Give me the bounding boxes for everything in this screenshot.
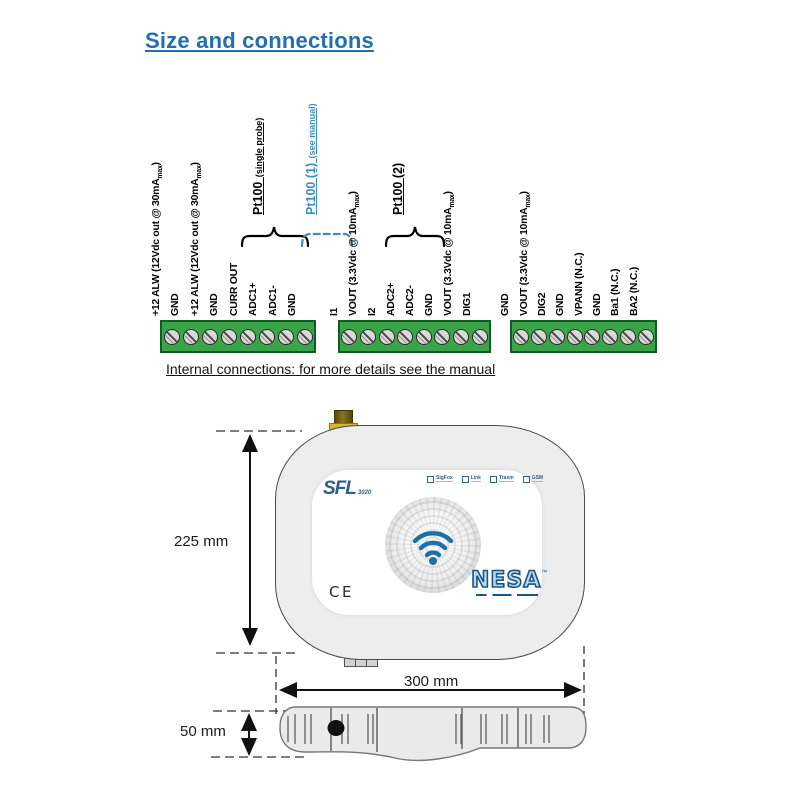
pin-label: GND — [423, 293, 436, 316]
screw-terminal — [239, 328, 256, 345]
page-title: Size and connections — [145, 28, 374, 53]
pin-label: BA2 (N.C.) — [627, 267, 640, 316]
terminal-block-1 — [160, 320, 316, 353]
pin-label: GND — [591, 293, 604, 316]
pin-label: ADC1- — [266, 285, 279, 316]
device-side-view — [279, 706, 587, 762]
pt100-1-see-manual-label: Pt100 (1) (see manual) — [304, 103, 318, 215]
ce-mark: CE — [329, 583, 354, 601]
terminal-block-2 — [338, 320, 491, 353]
screw-terminal — [415, 328, 432, 345]
led-label: Trasm — [498, 475, 514, 482]
terminal-block-3 — [510, 320, 657, 353]
screw-terminal — [530, 328, 547, 345]
screw-terminal — [359, 328, 376, 345]
pin-label: +12 ALW (12Vdc out @ 30mAmax) — [188, 162, 203, 316]
screw-terminal — [620, 328, 637, 345]
led-square-icon — [489, 475, 497, 483]
screw-terminal — [341, 328, 358, 345]
led-indicator: SigFox — [427, 475, 453, 483]
screw-terminal — [201, 328, 218, 345]
screw-terminal — [471, 328, 488, 345]
led-square-icon — [461, 475, 469, 483]
screw-terminal — [566, 328, 583, 345]
nesa-logo: NESA™ — [470, 569, 547, 596]
nesa-logo-lines — [476, 594, 538, 596]
screw-terminal — [548, 328, 565, 345]
screw-terminal — [182, 328, 199, 345]
wifi-icon — [409, 524, 457, 571]
screw-terminal — [258, 328, 275, 345]
pin-label: +12 ALW (12Vdc out @ 30mAmax) — [149, 162, 164, 316]
led-indicator-row: SigFox Link Trasm GSM — [427, 475, 544, 483]
pin-label: Ba1 (N.C.) — [609, 268, 622, 316]
pin-label: I1 — [327, 307, 340, 316]
pin-label: GND — [169, 293, 182, 316]
screw-terminal — [602, 328, 619, 345]
pin-label: VOUT (3.3Vdc @ 10mAmax) — [346, 191, 361, 316]
led-square-icon — [522, 475, 530, 483]
pt100-single-probe-label: Pt100 (single probe) — [251, 117, 265, 215]
pin-label: GND — [554, 293, 567, 316]
pin-label: DIG2 — [535, 292, 548, 316]
side-view-antenna-dot — [327, 720, 345, 736]
height-dimension-label: 225 mm — [174, 533, 229, 550]
led-indicator: GSM — [522, 475, 544, 483]
led-indicator: Trasm — [489, 475, 514, 483]
screw-terminal — [434, 328, 451, 345]
pin-label: VPANN (N.C.) — [572, 252, 585, 316]
screw-terminal — [378, 328, 395, 345]
side-view-ribs — [287, 714, 550, 744]
led-indicator: Link — [461, 475, 481, 483]
pin-label: GND — [286, 293, 299, 316]
screw-terminal — [584, 328, 601, 345]
pin-label: GND — [208, 293, 221, 316]
led-label: GSM — [531, 475, 544, 482]
depth-dimension-label: 50 mm — [180, 723, 226, 740]
width-dimension-label: 300 mm — [404, 673, 459, 690]
pin-label: VOUT (3.3Vdc @ 10mAmax) — [442, 191, 457, 316]
pin-label: VOUT (3.3Vdc @ 10mAmax) — [517, 191, 532, 316]
screw-terminal — [397, 328, 414, 345]
pt100-2-brace — [384, 226, 446, 248]
led-square-icon — [427, 475, 434, 483]
screw-terminal — [220, 328, 237, 345]
pin-label: CURR OUT — [227, 262, 240, 316]
screw-terminal — [638, 328, 655, 345]
pt100-1-dashed-bracket — [300, 232, 354, 248]
screw-terminal — [163, 328, 180, 345]
pt100-2-label: Pt100 (2) — [391, 162, 405, 215]
pin-label: I2 — [365, 307, 378, 316]
screw-terminal — [277, 328, 294, 345]
internal-connections-note: Internal connections: for more details s… — [166, 361, 496, 377]
led-label: Link — [470, 475, 481, 482]
screw-terminal — [296, 328, 313, 345]
pin-label: GND — [499, 293, 512, 316]
screw-terminal — [512, 328, 529, 345]
pin-label: DIG1 — [461, 292, 474, 316]
led-label: SigFox — [436, 475, 453, 482]
screw-terminal — [453, 328, 470, 345]
